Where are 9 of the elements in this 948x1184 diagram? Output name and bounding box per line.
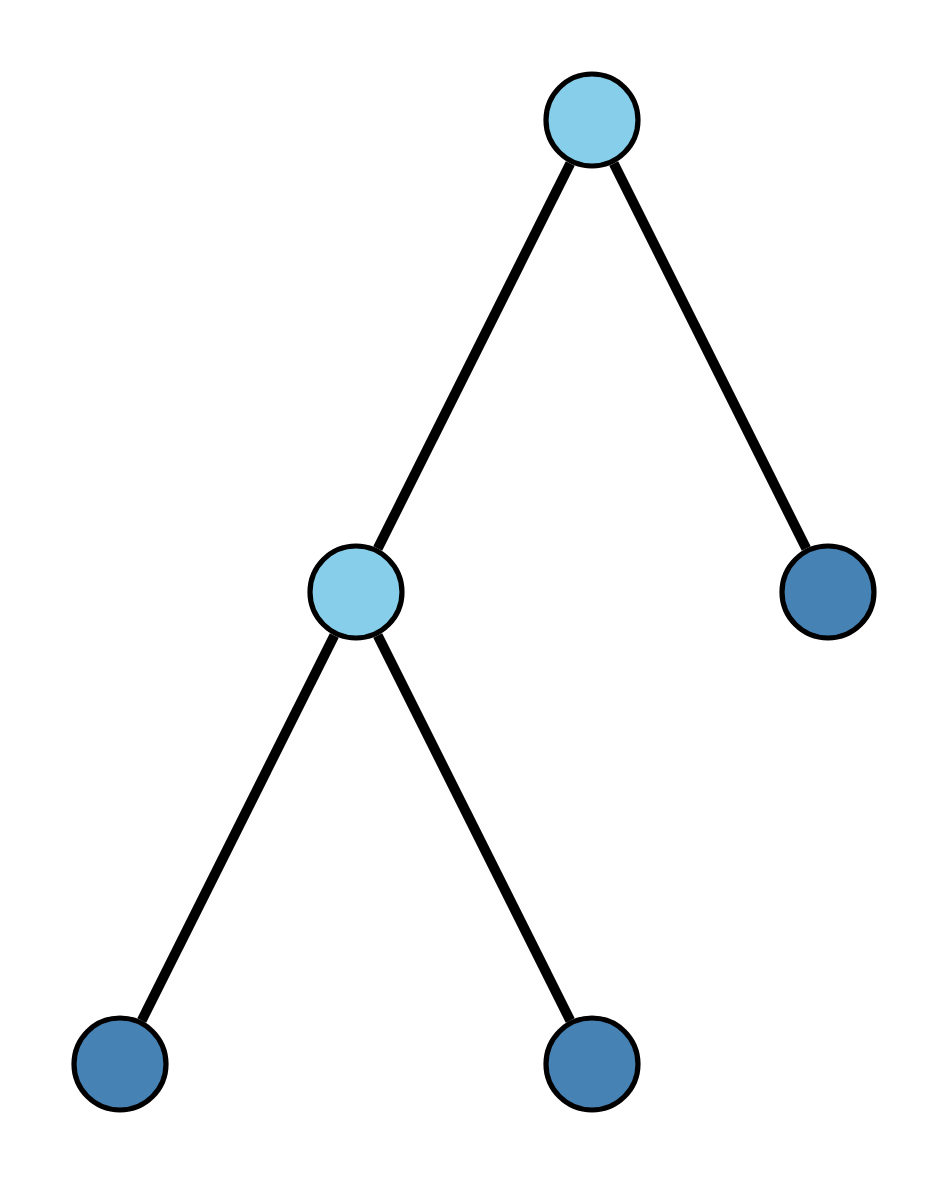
connector-line bbox=[609, 161, 811, 551]
circle-node bbox=[71, 1015, 169, 1113]
circle-node bbox=[543, 71, 641, 169]
connector-line bbox=[373, 633, 575, 1023]
connector-line bbox=[137, 633, 339, 1023]
connector-line bbox=[373, 161, 575, 551]
circle-node bbox=[543, 1015, 641, 1113]
circle-node bbox=[779, 543, 877, 641]
circle-node bbox=[307, 543, 405, 641]
